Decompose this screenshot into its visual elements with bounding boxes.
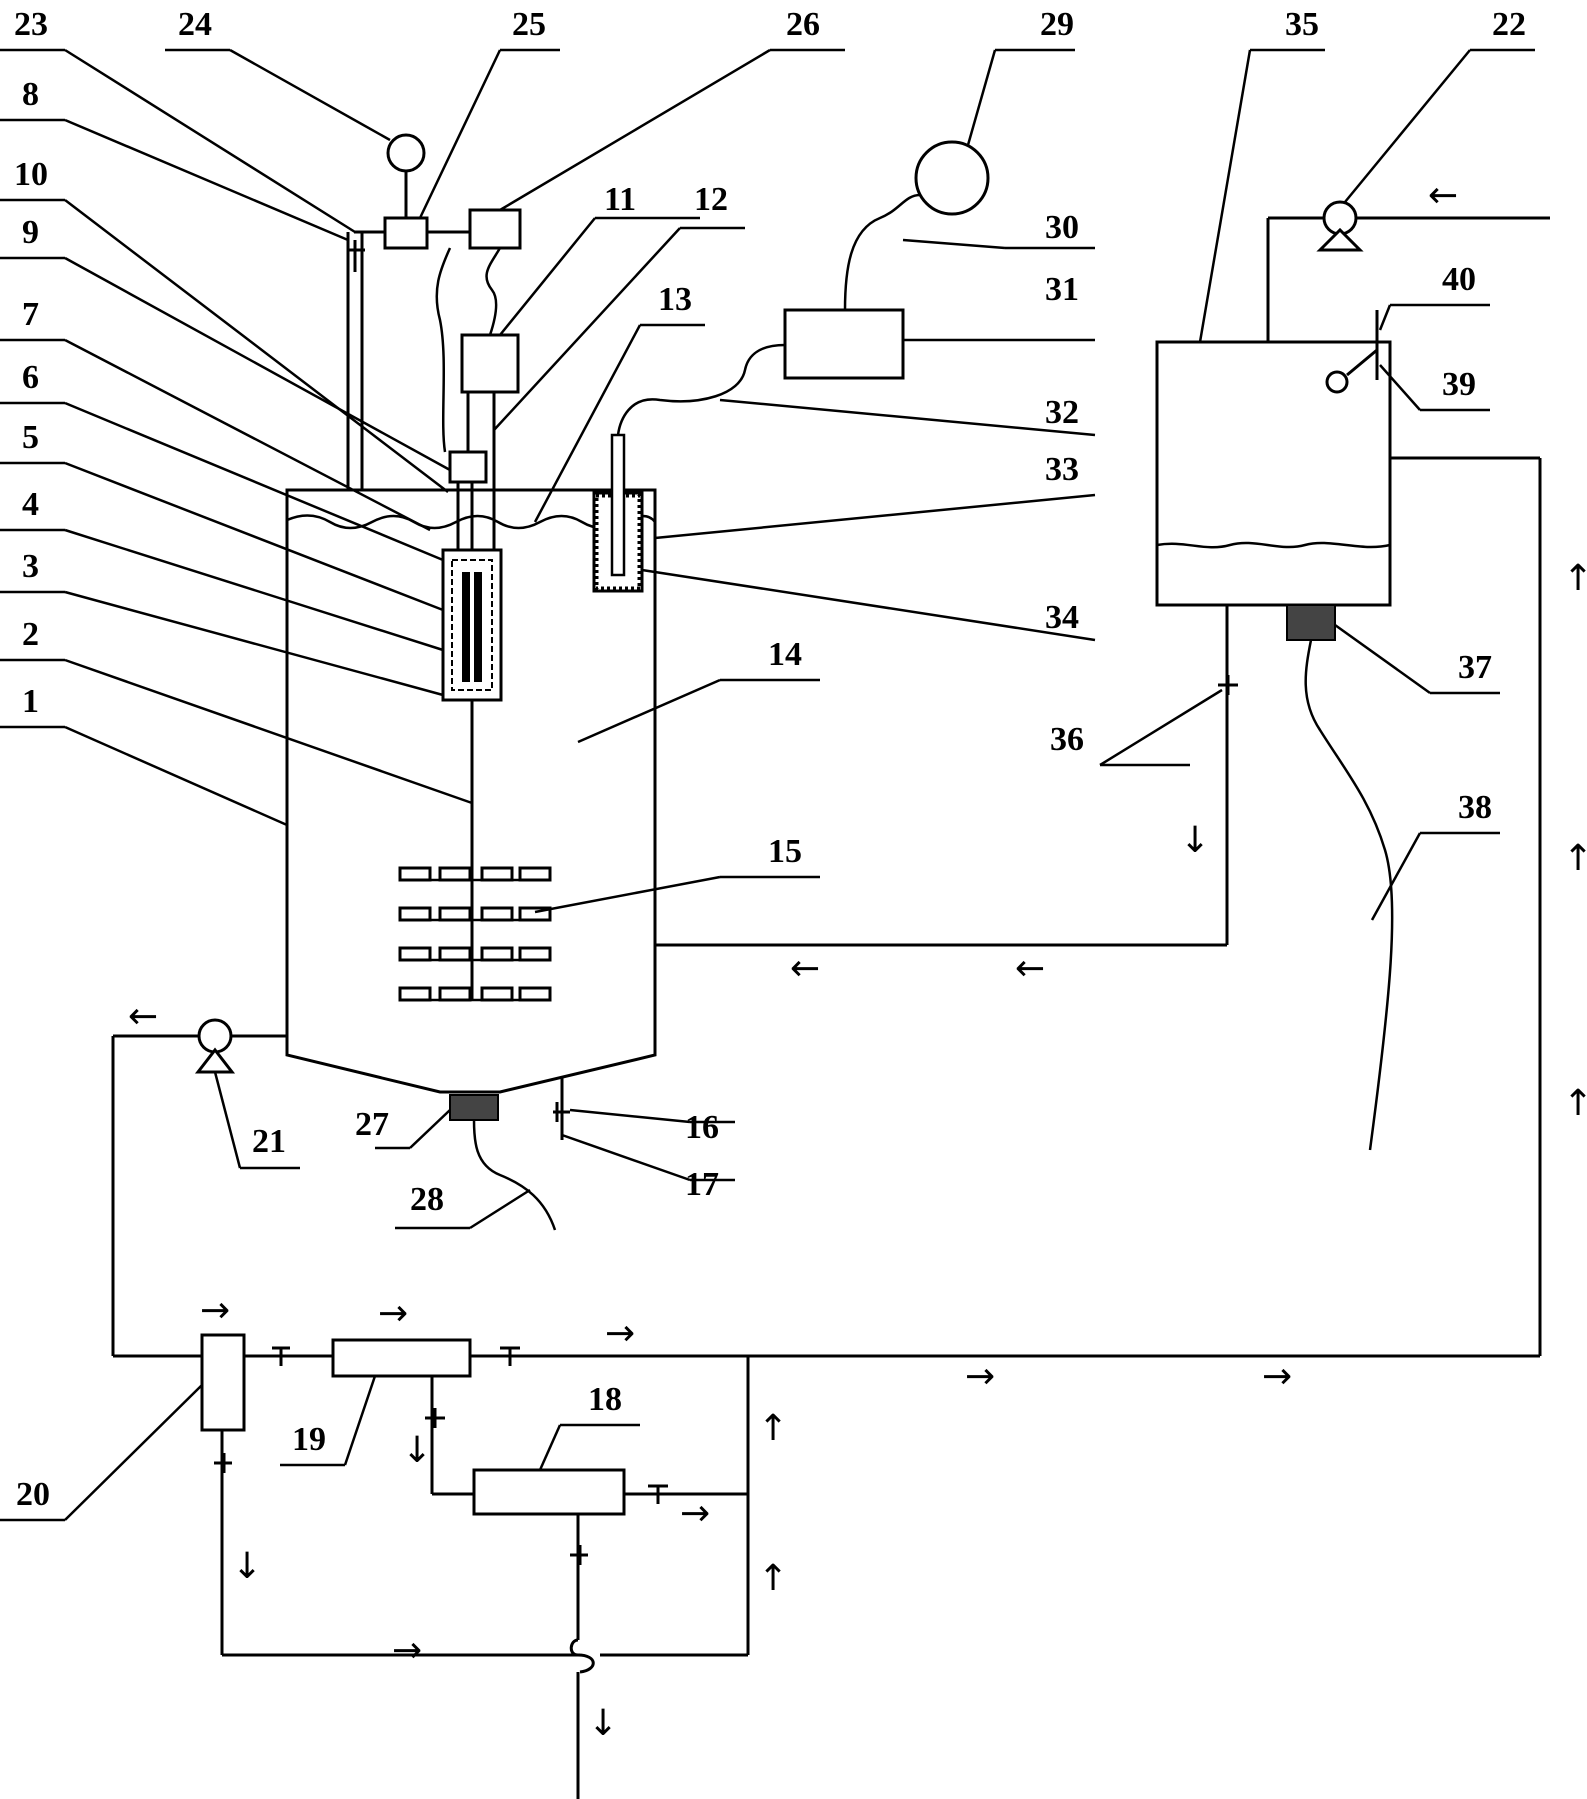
label-30: 30 — [1045, 209, 1079, 246]
label-1: 1 — [22, 683, 39, 720]
heater-assembly — [441, 482, 503, 702]
impeller-row-1 — [398, 866, 552, 882]
label-21: 21 — [252, 1123, 286, 1160]
box-26 — [468, 208, 522, 250]
agitator — [398, 700, 552, 1002]
arrow-down: ↓ — [588, 1703, 618, 1744]
label-8: 8 — [22, 76, 39, 113]
label-37: 37 — [1458, 649, 1492, 686]
arrow-right: → — [392, 1630, 422, 1671]
label-34: 34 — [1045, 599, 1079, 636]
arrow-right: → — [965, 1356, 995, 1397]
label-32: 32 — [1045, 394, 1079, 431]
label-39: 39 — [1442, 366, 1476, 403]
label-38: 38 — [1458, 789, 1492, 826]
controller-boxes — [383, 133, 522, 550]
label-20: 20 — [16, 1476, 50, 1513]
leader-lines — [0, 48, 1535, 1522]
label-25: 25 — [512, 6, 546, 43]
label-24: 24 — [178, 6, 212, 43]
arrow-left: ← — [1428, 175, 1458, 216]
impeller-row-2 — [398, 906, 552, 922]
label-13: 13 — [658, 281, 692, 318]
unit-18 — [472, 1468, 626, 1516]
label-29: 29 — [1040, 6, 1074, 43]
arrow-up: ↑ — [758, 1408, 788, 1449]
label-14: 14 — [768, 636, 802, 673]
arrow-down: ↓ — [232, 1546, 262, 1587]
arrow-up: ↑ — [1563, 838, 1587, 879]
feed-tank — [655, 200, 1550, 1356]
label-23: 23 — [14, 6, 48, 43]
arrow-left: ← — [1015, 948, 1045, 989]
arrow-right: → — [605, 1313, 635, 1354]
label-4: 4 — [22, 486, 39, 523]
arrow-right: → — [680, 1493, 710, 1534]
label-36: 36 — [1050, 721, 1084, 758]
recorder-unit — [783, 140, 990, 380]
label-10: 10 — [14, 156, 48, 193]
label-16: 16 — [685, 1109, 719, 1146]
label-17: 17 — [685, 1166, 719, 1203]
gauge-24 — [386, 133, 426, 173]
filtration-system — [200, 1333, 1540, 1799]
arrow-right: → — [200, 1290, 230, 1331]
bottom-discharge — [449, 1077, 570, 1231]
pump-21 — [111, 1018, 287, 1358]
label-7: 7 — [22, 296, 39, 333]
label-15: 15 — [768, 833, 802, 870]
label-27: 27 — [355, 1106, 389, 1143]
arrow-right: → — [1262, 1356, 1292, 1397]
arrow-left: ← — [790, 948, 820, 989]
arrow-down: ↓ — [402, 1430, 432, 1471]
label-6: 6 — [22, 359, 39, 396]
label-5: 5 — [22, 419, 39, 456]
arrow-up: ↑ — [1563, 1083, 1587, 1124]
impeller-row-3 — [398, 946, 552, 962]
label-40: 40 — [1442, 261, 1476, 298]
label-9: 9 — [22, 214, 39, 251]
label-12: 12 — [694, 181, 728, 218]
label-35: 35 — [1285, 6, 1319, 43]
labels: 23 24 25 26 8 10 9 7 6 5 4 3 2 1 11 12 1… — [14, 6, 1526, 1513]
unit-20 — [200, 1333, 246, 1432]
label-26: 26 — [786, 6, 820, 43]
vessel-top-pipe — [346, 230, 385, 490]
label-2: 2 — [22, 616, 39, 653]
arrow-left: ← — [128, 996, 158, 1037]
impeller-row-4 — [398, 986, 552, 1002]
unit-19 — [331, 1338, 472, 1378]
box-11 — [460, 333, 520, 394]
label-28: 28 — [410, 1181, 444, 1218]
box-9 — [448, 450, 488, 484]
arrow-down: ↓ — [1180, 820, 1210, 861]
arrow-up: ↑ — [758, 1558, 788, 1599]
label-31: 31 — [1045, 271, 1079, 308]
label-22: 22 — [1492, 6, 1526, 43]
arrow-up: ↑ — [1563, 558, 1587, 599]
label-19: 19 — [292, 1421, 326, 1458]
box-25 — [383, 216, 429, 250]
sensor-probe — [592, 343, 786, 593]
label-18: 18 — [588, 1381, 622, 1418]
flow-arrows: ← ← ← ← ↓ ↑ ↑ ↑ → → → → → → → ↑ ↑ ↓ ↓ ↓ — [128, 175, 1587, 1744]
label-3: 3 — [22, 548, 39, 585]
arrow-right: → — [378, 1293, 408, 1334]
label-33: 33 — [1045, 451, 1079, 488]
label-11: 11 — [604, 181, 636, 218]
